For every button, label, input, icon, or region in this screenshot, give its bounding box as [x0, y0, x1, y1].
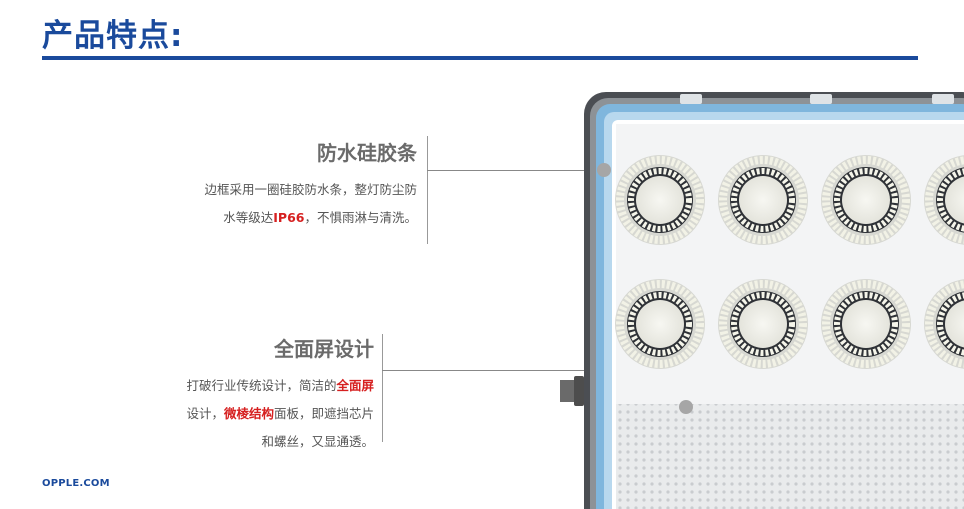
description-line: 和螺丝，又显通透。: [261, 434, 374, 449]
description-text: ，不惧雨淋与清洗。: [304, 210, 417, 225]
page-title: 产品特点:: [42, 18, 184, 54]
floodlight-product-image: [560, 88, 964, 509]
feature-description: 边框采用一圈硅胶防水条，整灯防尘防 水等级达IP66，不惧雨淋与清洗。: [117, 176, 417, 232]
callout-dot: [679, 400, 693, 414]
feature-heading: 防水硅胶条: [317, 141, 417, 165]
callout-divider: [427, 136, 428, 244]
highlight-full-screen: 全面屏: [336, 378, 374, 393]
footer-website: OPPLE.COM: [42, 478, 110, 489]
highlight-micro-prism: 微棱结构: [223, 406, 274, 421]
highlight-ip66: IP66: [273, 210, 305, 225]
feature-heading: 全面屏设计: [274, 337, 374, 361]
description-text: 面板，即遮挡芯片: [273, 406, 374, 421]
callout-dot: [597, 163, 611, 177]
feature-waterproof-seal: 防水硅胶条 边框采用一圈硅胶防水条，整灯防尘防 水等级达IP66，不惧雨淋与清洗…: [117, 140, 417, 232]
callout-leader-line: [382, 370, 686, 371]
title-underline: [42, 56, 918, 60]
callout-divider: [382, 334, 383, 442]
feature-full-screen: 全面屏设计 打破行业传统设计，简洁的全面屏 设计，微棱结构面板，即遮挡芯片 和螺…: [74, 336, 374, 456]
description-text: 打破行业传统设计，简洁的: [186, 378, 337, 393]
feature-description: 打破行业传统设计，简洁的全面屏 设计，微棱结构面板，即遮挡芯片 和螺丝，又显通透…: [74, 372, 374, 456]
description-line: 边框采用一圈硅胶防水条，整灯防尘防: [204, 182, 417, 197]
callout-leader-line: [427, 170, 597, 171]
description-text: 设计，: [186, 406, 224, 421]
description-text: 水等级达: [223, 210, 274, 225]
